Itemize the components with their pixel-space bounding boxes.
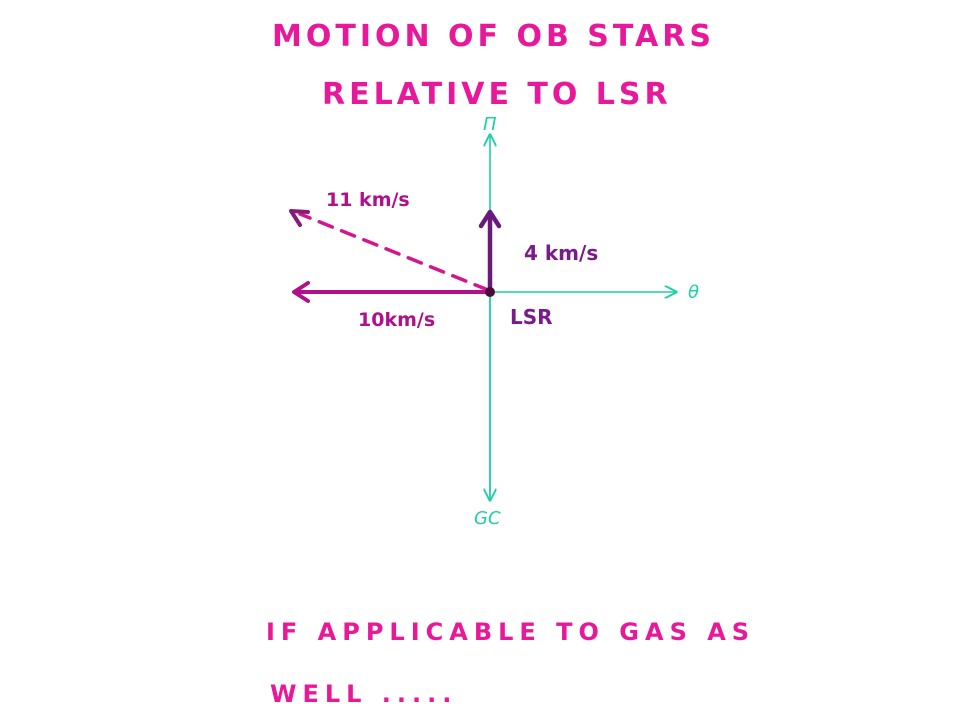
axis-label-down: GC <box>474 508 501 529</box>
vertical-vector <box>478 209 502 295</box>
vertical-vector-label: 4 km/s <box>524 241 598 265</box>
footer-line-1: IF APPLICABLE TO GAS AS <box>266 618 755 646</box>
origin-point <box>485 287 495 297</box>
title-line-1: MOTION OF OB STARS <box>272 19 715 54</box>
vertical-vector-arrowhead <box>478 209 502 229</box>
origin-label: LSR <box>510 305 553 329</box>
resultant-vector <box>289 209 490 292</box>
resultant-vector-label: 11 km/s <box>326 189 410 211</box>
footer-line-2: WELL ..... <box>270 680 457 708</box>
title-line-2: RELATIVE TO LSR <box>322 77 672 112</box>
axes <box>490 135 676 500</box>
horizontal-vector-label: 10km/s <box>358 309 435 331</box>
axis-label-up: Π <box>483 114 497 135</box>
resultant-vector-arrowhead <box>289 209 310 227</box>
horizontal-vector-arrowhead <box>292 281 310 303</box>
horizontal-vector <box>292 281 492 303</box>
axis-label-right: θ <box>688 282 699 303</box>
